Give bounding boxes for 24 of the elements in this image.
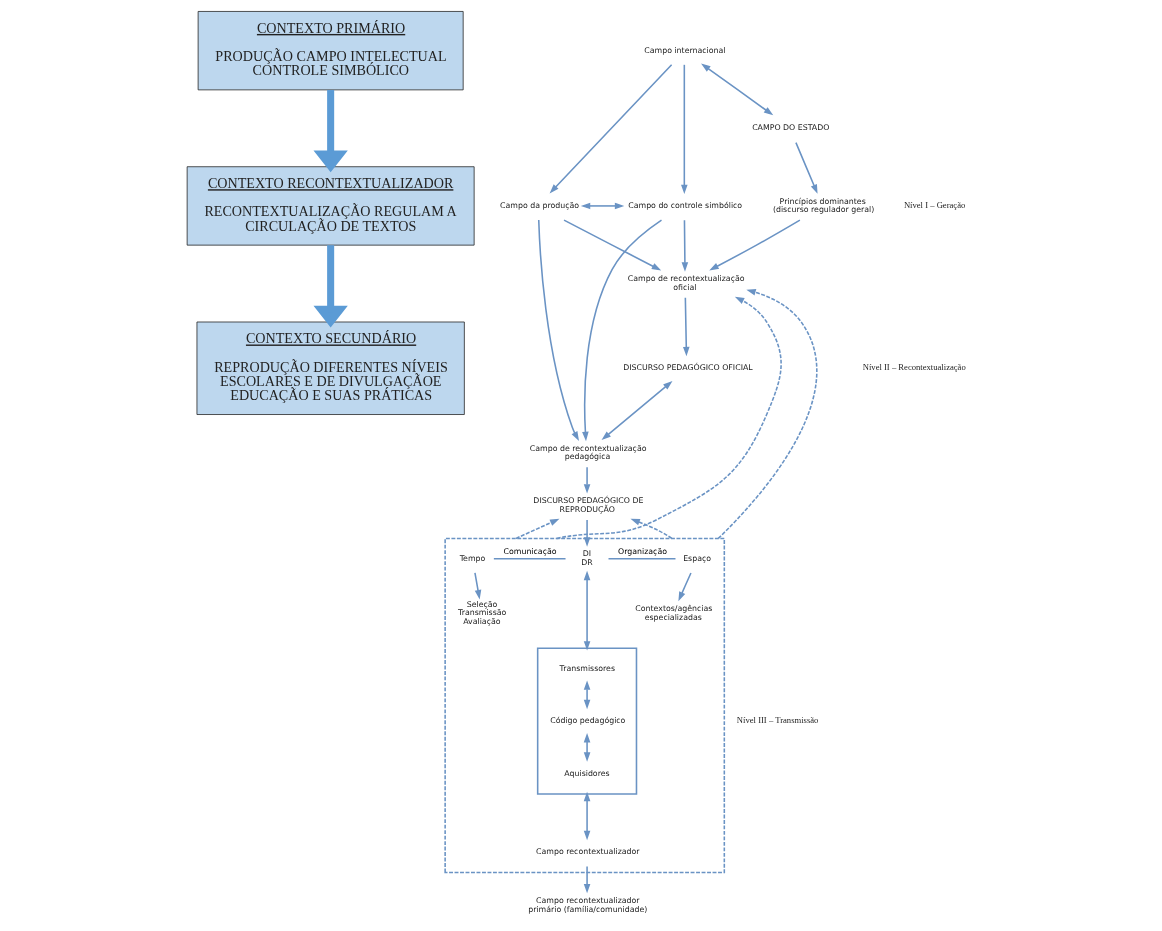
node-text: Campo internacional — [644, 45, 726, 55]
label: Nível III – Transmissão — [736, 715, 819, 726]
node-text: Princípios dominantes (discurso regulador geral) — [772, 196, 875, 215]
node-text: Campo recontextualizador primário (família/comunidade) — [528, 896, 648, 914]
node-text: Transmissores — [559, 663, 616, 673]
label: Nível II – Recontextualização — [862, 362, 966, 373]
node-text: DI DR — [581, 549, 593, 568]
label: Nível I – Geração — [903, 200, 966, 211]
node-text: Tempo — [459, 553, 486, 563]
node-text: Campo da produção — [500, 200, 580, 210]
node-text: Código pedagógico — [550, 716, 626, 726]
node-text: Contextos/agências especializadas — [635, 603, 713, 622]
edge-label: Organização — [618, 547, 668, 557]
node-text: DISCURSO PEDAGÓGICO OFICIAL — [623, 363, 753, 373]
node-text: DISCURSO PEDAGÓGICO DE REPRODUÇÃO — [533, 496, 644, 514]
node-text: Campo recontextualizador — [536, 847, 640, 857]
node-text: Espaço — [683, 553, 712, 563]
edge-label: Comunicação — [503, 547, 557, 557]
node-text: CAMPO DO ESTADO — [752, 123, 830, 133]
node-text: Campo de recontextualização oficial — [627, 274, 745, 292]
node-text: Campo do controle simbólico — [628, 200, 743, 210]
node-text: Campo de recontextualização pedagógica — [529, 443, 647, 462]
node-text: Aquisidores — [564, 768, 610, 778]
node-text: Seleção Transmissão Avaliação — [458, 599, 507, 626]
